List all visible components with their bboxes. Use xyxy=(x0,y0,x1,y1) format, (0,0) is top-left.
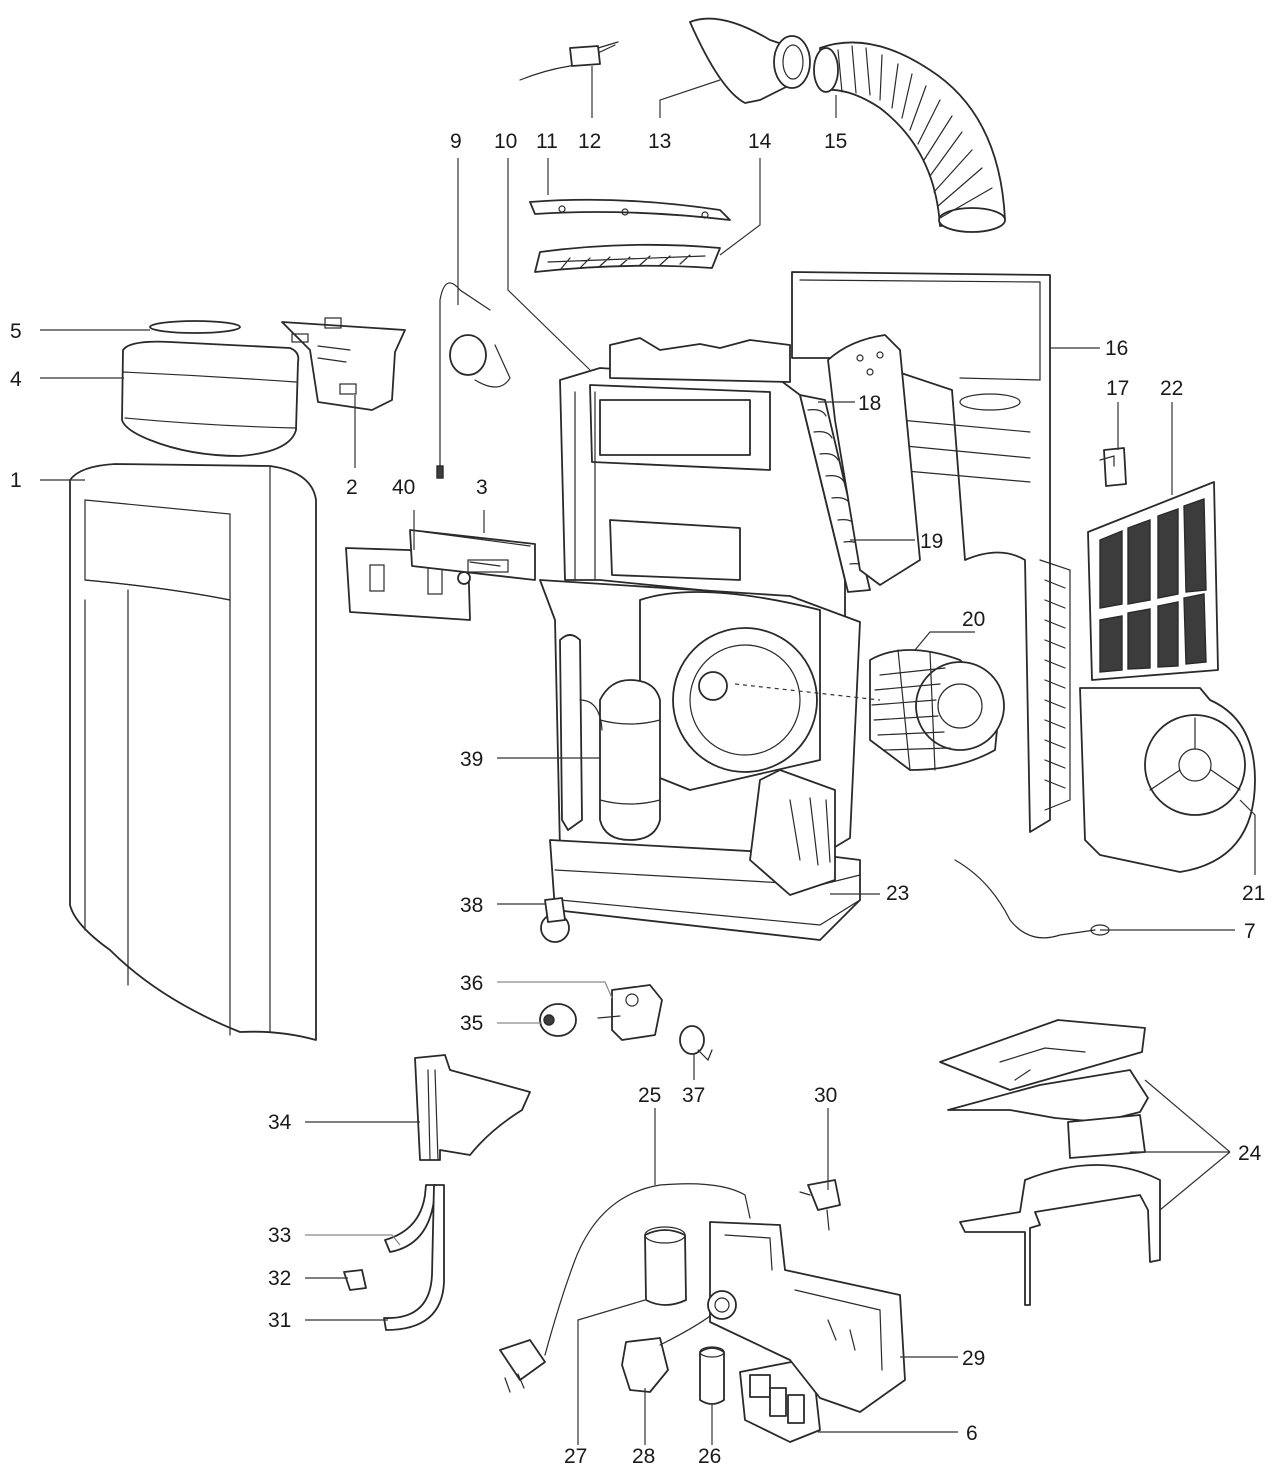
part-4-top-cover xyxy=(121,340,300,457)
callout-29: 29 xyxy=(962,1347,985,1370)
part-29-electrical-box xyxy=(707,1221,906,1413)
callout-6: 6 xyxy=(966,1422,978,1445)
callout-11: 11 xyxy=(536,130,558,153)
callout-12: 12 xyxy=(578,130,601,153)
callout-3: 3 xyxy=(476,476,488,499)
callout-2: 2 xyxy=(346,476,358,499)
callout-37: 37 xyxy=(682,1084,705,1107)
part-27-capacitor xyxy=(644,1226,687,1306)
part-14-air-filter-louvre xyxy=(534,243,721,273)
part-21-blower-housing xyxy=(1079,687,1256,873)
part-32-tube-clip xyxy=(343,1269,367,1291)
callout-23: 23 xyxy=(886,882,909,905)
callout-22: 22 xyxy=(1160,377,1183,400)
part-34-drain-bracket xyxy=(414,1054,531,1161)
callout-34: 34 xyxy=(268,1111,292,1134)
part-25-power-cord xyxy=(499,1183,751,1393)
callout-10: 10 xyxy=(494,130,517,153)
callout-numbers: 1 2 3 4 5 6 7 9 10 11 12 13 14 15 16 17 … xyxy=(10,130,1265,1468)
callout-40: 40 xyxy=(392,476,415,499)
callout-27: 27 xyxy=(564,1445,587,1468)
callout-38: 38 xyxy=(460,894,483,917)
part-1-front-cover xyxy=(69,463,317,1041)
part-17-clip xyxy=(1099,447,1127,487)
callout-24: 24 xyxy=(1238,1142,1262,1165)
part-36-swing-motor xyxy=(597,984,663,1041)
part-5-top-gasket xyxy=(149,320,241,334)
part-19-coil-cover xyxy=(827,334,921,586)
callout-35: 35 xyxy=(460,1012,483,1035)
callout-1: 1 xyxy=(10,469,22,492)
callout-7: 7 xyxy=(1244,920,1256,943)
part-7-power-cable xyxy=(954,859,1110,939)
part-2-control-board xyxy=(281,317,406,411)
callout-5: 5 xyxy=(10,320,22,343)
callout-25: 25 xyxy=(638,1084,661,1107)
part-23-base-tray xyxy=(559,899,861,926)
part-13-window-nozzle xyxy=(689,17,811,104)
callout-4: 4 xyxy=(10,368,22,391)
callout-16: 16 xyxy=(1105,337,1128,360)
callout-20: 20 xyxy=(962,608,985,631)
callout-30: 30 xyxy=(814,1084,837,1107)
part-35-bushing xyxy=(539,1003,577,1037)
callout-19: 19 xyxy=(920,530,943,553)
part-26-capacitor xyxy=(699,1346,725,1405)
callout-36: 36 xyxy=(460,972,483,995)
callout-26: 26 xyxy=(698,1445,721,1468)
leader-lines xyxy=(40,66,1256,1445)
callout-39: 39 xyxy=(460,748,483,771)
callout-15: 15 xyxy=(824,130,847,153)
callout-32: 32 xyxy=(268,1267,291,1290)
part-9-sensor-probe xyxy=(436,282,511,479)
part-12-wire-clip xyxy=(519,41,619,81)
part-39-compressor xyxy=(559,634,661,841)
part-22-filter xyxy=(1087,481,1219,681)
fan-axis-dashed-line xyxy=(734,683,881,701)
part-37-capacitor-small xyxy=(679,1025,713,1062)
part-38-caster xyxy=(540,897,570,943)
callout-28: 28 xyxy=(632,1445,655,1468)
callout-9: 9 xyxy=(450,130,462,153)
callout-13: 13 xyxy=(648,130,671,153)
part-11-louvre xyxy=(529,198,731,221)
part-30-connector xyxy=(799,1179,841,1231)
callout-17: 17 xyxy=(1106,377,1129,400)
callout-33: 33 xyxy=(268,1224,291,1247)
part-24-base-parts xyxy=(939,1019,1161,1306)
part-31-drain-tube xyxy=(383,1184,445,1331)
part-6-power-board xyxy=(739,1357,821,1443)
part-3-display-module xyxy=(409,529,536,581)
part-15-exhaust-hose xyxy=(813,41,1006,233)
part-33-drain-tube xyxy=(384,1184,437,1253)
callout-31: 31 xyxy=(268,1309,291,1332)
callout-18: 18 xyxy=(858,392,881,415)
part-20-fan-wheel xyxy=(869,649,1005,771)
callout-14: 14 xyxy=(748,130,772,153)
callout-21: 21 xyxy=(1242,882,1265,905)
